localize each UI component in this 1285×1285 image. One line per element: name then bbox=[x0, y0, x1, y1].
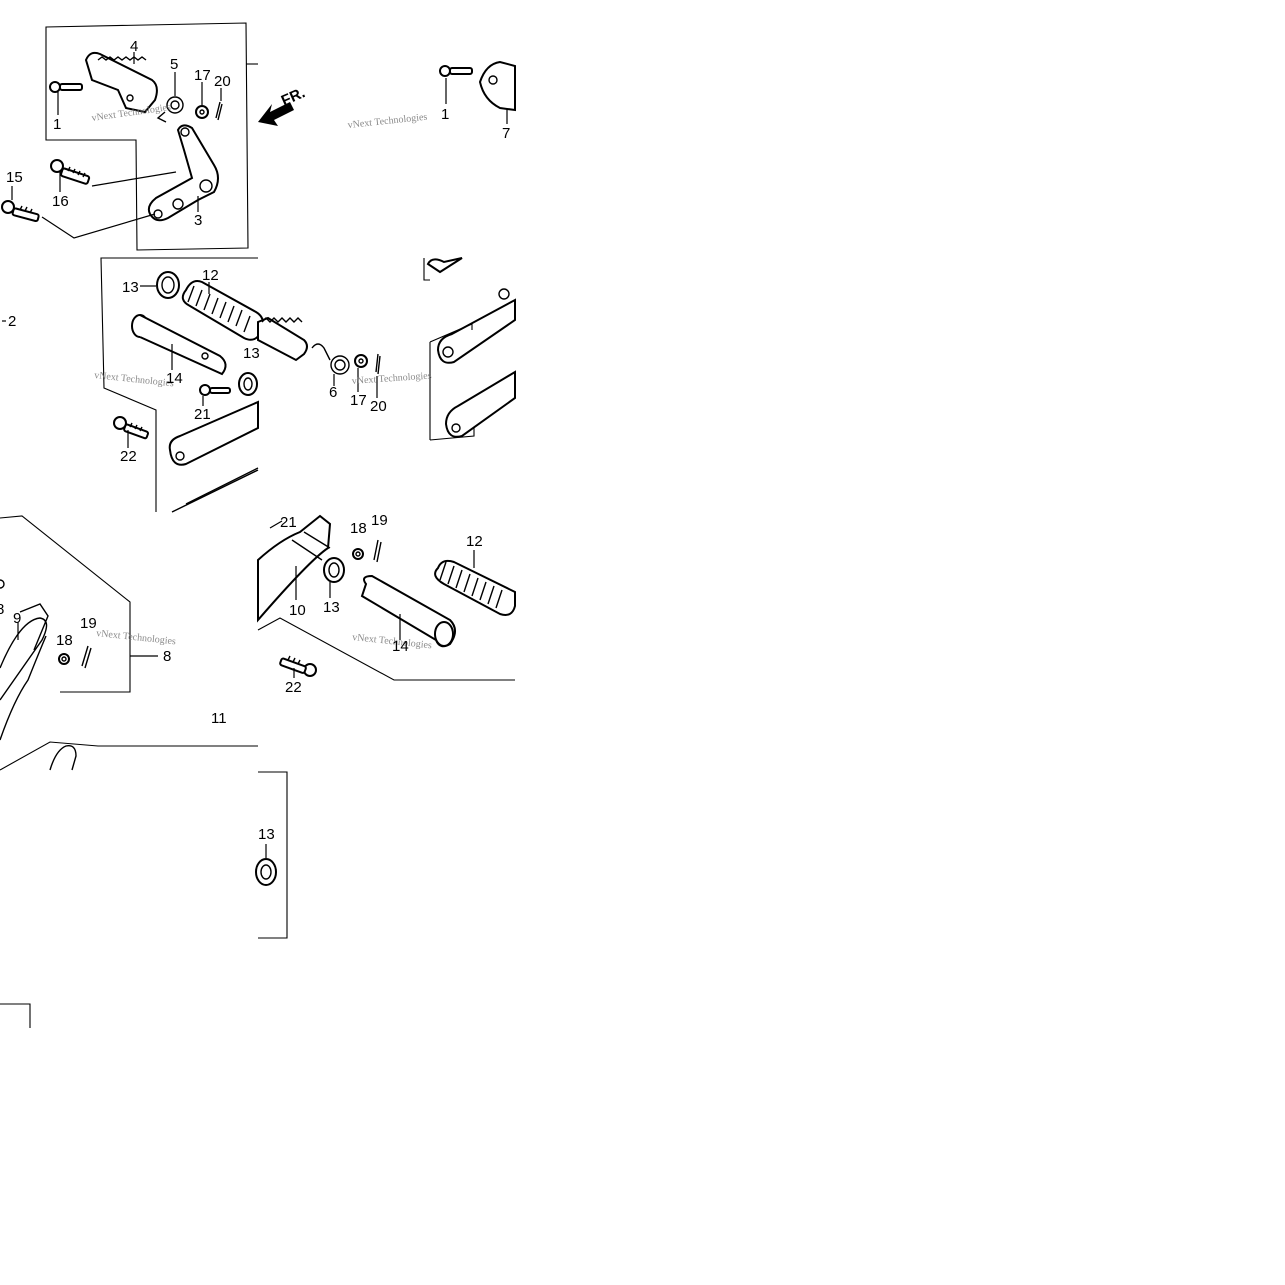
part-pin-1 bbox=[49, 81, 83, 115]
callout-assembly: 8 bbox=[163, 648, 171, 665]
callout-pin: 1 bbox=[53, 116, 61, 133]
part-cotter-pin-19 bbox=[373, 539, 382, 563]
callout-bolt: 15 bbox=[6, 169, 23, 186]
callout-washer: 17 bbox=[194, 67, 211, 84]
part-washer-17 bbox=[195, 82, 209, 119]
callout-washer: 13 bbox=[258, 826, 275, 843]
callout-washer: 18 bbox=[350, 520, 367, 537]
part-pin-21 bbox=[199, 384, 231, 406]
part-washer-13-right bbox=[323, 557, 345, 598]
callout-washer: 13 bbox=[122, 279, 139, 296]
panel-fragment-bottom-left bbox=[0, 1003, 31, 1028]
panel-step-holder-left bbox=[0, 515, 258, 771]
callout-cotter-pin: 19 bbox=[80, 615, 97, 632]
callout-spring: 5 bbox=[170, 56, 178, 73]
callout-step-holder: 9 bbox=[13, 610, 21, 627]
part-bolt-16 bbox=[50, 159, 177, 192]
callout-bolt: 22 bbox=[285, 679, 302, 696]
callout-bracket: 3 bbox=[194, 212, 202, 229]
callout-step-holder: 7 bbox=[502, 125, 510, 142]
callout-bolt: 22 bbox=[120, 448, 137, 465]
callout-footpeg-rubber: 12 bbox=[466, 533, 483, 550]
callout-spring: 6 bbox=[329, 384, 337, 401]
assembly-frame-step-holder bbox=[0, 515, 131, 693]
part-washer-18 bbox=[352, 548, 364, 560]
part-spring-5 bbox=[156, 72, 184, 123]
callout-step-holder: 11 bbox=[211, 710, 227, 727]
part-bolt-22 bbox=[113, 416, 149, 448]
part-bolt-22-right bbox=[279, 655, 317, 678]
callout-pin: 1 bbox=[441, 106, 449, 123]
part-step-holder-9 bbox=[0, 579, 49, 741]
callout-footpeg-pin: 14 bbox=[166, 370, 183, 387]
part-cotter-pin-20-right bbox=[375, 353, 381, 398]
part-footpeg-rubber-12-right bbox=[434, 550, 516, 616]
callout-step-bar: 10 bbox=[289, 602, 306, 619]
callout-footpeg-pin: 14 bbox=[392, 638, 409, 655]
panel-step-bracket-assembly: FR. bbox=[1, 22, 308, 251]
part-footpeg-rubber-12 bbox=[181, 280, 265, 341]
callout-bolt: 16 bbox=[52, 193, 69, 210]
watermark-text: vNext Technologies bbox=[347, 112, 428, 131]
panel-footpeg-left bbox=[2, 257, 265, 513]
part-pin-1-right bbox=[439, 65, 473, 104]
part-step-bar-upper-right bbox=[423, 257, 516, 441]
callout-washer: 18 bbox=[56, 632, 73, 649]
part-washer-13-upper bbox=[140, 271, 180, 299]
watermark-text: vNext Technologies bbox=[351, 370, 432, 387]
part-washer-18-left bbox=[58, 653, 70, 665]
callout-assembly: 2 bbox=[8, 313, 16, 330]
callout-cotter-pin: 20 bbox=[214, 73, 231, 90]
watermark-text: vNext Technologies bbox=[96, 628, 177, 647]
callout-washer: 13 bbox=[243, 345, 260, 362]
part-step-plate bbox=[257, 316, 308, 362]
front-direction-label: FR. bbox=[279, 84, 308, 109]
callout-pin: 21 bbox=[280, 514, 297, 531]
callout-step: 4 bbox=[130, 38, 138, 55]
part-spring-6 bbox=[311, 343, 350, 386]
callout-washer: 17 bbox=[350, 392, 367, 409]
front-direction-arrow: FR. bbox=[258, 84, 308, 126]
assembly-frame-step-bracket bbox=[45, 22, 249, 251]
watermark-text: vNext Technologies bbox=[94, 370, 175, 389]
assembly-frame-footpeg bbox=[100, 257, 258, 512]
part-footpeg-pin-14-right bbox=[360, 574, 456, 648]
callout-cotter-pin: 19 bbox=[371, 512, 388, 529]
part-washer-13-lower bbox=[238, 372, 258, 396]
callout-washer: 13 bbox=[323, 599, 340, 616]
assembly-frame-footpeg-right bbox=[257, 617, 515, 681]
callout-pin: 21 bbox=[194, 406, 211, 423]
part-footpeg-pin-14 bbox=[131, 314, 227, 376]
callouts: 1 4 5 17 20 1 7 15 16 3 2 13 12 14 13 21… bbox=[0, 38, 510, 843]
panel-step-spring-right bbox=[257, 257, 516, 441]
part-step-bar-10 bbox=[257, 514, 332, 623]
part-washer-17-right bbox=[354, 354, 368, 392]
part-step-bar-lower bbox=[168, 400, 259, 513]
panel-footpeg-right bbox=[257, 514, 516, 681]
callout-assembly: 8 bbox=[0, 601, 4, 618]
part-washer-13-bottom bbox=[255, 844, 277, 886]
part-cotter-pin-20 bbox=[215, 88, 223, 121]
part-step-holder-7 bbox=[478, 60, 516, 124]
part-cotter-pin-19-left bbox=[81, 645, 92, 669]
callout-footpeg-rubber: 12 bbox=[202, 267, 219, 284]
part-bracket-3 bbox=[147, 124, 219, 222]
panel-step-holder-right bbox=[439, 60, 516, 124]
part-bolt-15 bbox=[1, 186, 156, 239]
panel-washer-bottom bbox=[255, 771, 288, 939]
callout-cotter-pin: 20 bbox=[370, 398, 387, 415]
part-step-4 bbox=[84, 51, 158, 114]
part-step-holder-11 bbox=[0, 741, 258, 771]
